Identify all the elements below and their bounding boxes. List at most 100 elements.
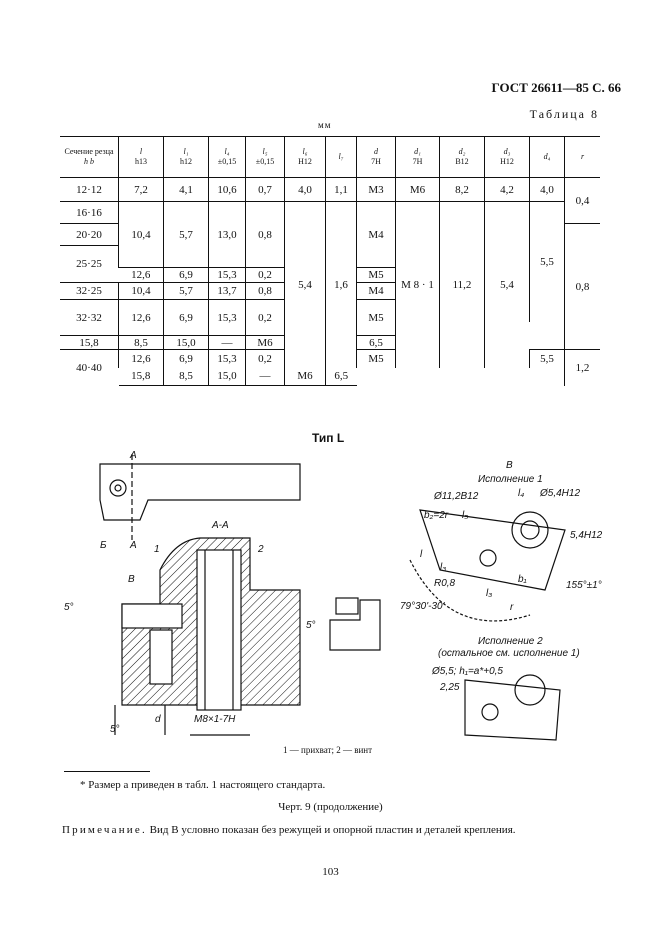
screw-2 bbox=[196, 549, 242, 711]
cell: 6,9 bbox=[163, 349, 209, 368]
table-row: 15,8 8,5 15,0 — M6 6,5 bbox=[60, 335, 600, 350]
label-155: 155°±1° bbox=[566, 580, 602, 591]
cell: 6,9 bbox=[163, 267, 209, 283]
cell: M6 bbox=[395, 177, 440, 202]
cell: M4 bbox=[356, 282, 396, 300]
view-b-insert-seat bbox=[419, 509, 566, 591]
footnote-rule bbox=[64, 771, 150, 772]
cell: 5,4 bbox=[484, 201, 530, 368]
cell: 4,0 bbox=[529, 177, 565, 202]
cell: M 8 · 1 bbox=[395, 201, 440, 368]
cell: 6,5 bbox=[325, 367, 357, 386]
label-5deg-side: 5° bbox=[306, 620, 316, 631]
standard-header: ГОСТ 26611—85 С. 66 bbox=[491, 80, 621, 95]
cell: 0,2 bbox=[245, 267, 285, 283]
label-d11: Ø11,2B12 bbox=[433, 491, 479, 502]
cell: 15,8 bbox=[60, 335, 119, 350]
cell: 8,5 bbox=[163, 367, 209, 386]
figure-title: Тип L bbox=[312, 431, 345, 445]
page-number: 103 bbox=[322, 866, 339, 878]
footnote: * Размер a приведен в табл. 1 настоящего… bbox=[80, 779, 326, 791]
col-header-l4: l₄±0,15 bbox=[208, 136, 246, 178]
label-thread: M8×1-7H bbox=[194, 714, 236, 725]
label-v: В bbox=[128, 574, 135, 585]
label-b2: b₂=2r bbox=[424, 510, 449, 521]
label-l: l bbox=[420, 549, 423, 560]
figure-caption: Черт. 9 (продолжение) bbox=[278, 801, 383, 813]
cell: — bbox=[208, 335, 246, 350]
label-r: r bbox=[510, 602, 514, 613]
label-d: d bbox=[155, 714, 161, 725]
label-79: 79°30'-30' bbox=[400, 601, 446, 612]
cell-section: 16·16 bbox=[60, 201, 119, 224]
cell: 7,2 bbox=[118, 177, 164, 202]
table-row: 12,6 6,9 15,3 0,2 M5 bbox=[60, 267, 600, 283]
label-r08: R0,8 bbox=[434, 578, 456, 589]
label-l4: l₄ bbox=[518, 488, 524, 499]
label-l3: l₃ bbox=[440, 562, 446, 573]
cell: 15,3 bbox=[208, 299, 246, 336]
cell: M5 bbox=[356, 299, 396, 336]
pin bbox=[149, 629, 173, 685]
label-view-b: В bbox=[506, 460, 513, 471]
technical-drawing: А Б А А-А 1 2 В 5° 5° 5° d M8×1-7H В Исп… bbox=[64, 450, 603, 741]
cell: 0,2 bbox=[245, 349, 285, 368]
cell: M5 bbox=[356, 349, 396, 368]
cell: 8,5 bbox=[118, 335, 164, 350]
cell: M6 bbox=[284, 367, 326, 386]
cell: 8,2 bbox=[439, 177, 485, 202]
label-b1: b₁ bbox=[518, 574, 527, 585]
cell: 15,0 bbox=[163, 335, 209, 350]
cell: 4,1 bbox=[163, 177, 209, 202]
cell-section: 40·40 bbox=[60, 349, 119, 386]
cell: 0,7 bbox=[245, 177, 285, 202]
col-header-l5: l₅±0,15 bbox=[245, 136, 285, 178]
side-view bbox=[329, 599, 381, 651]
cell: 15,3 bbox=[208, 349, 246, 368]
cell: 0,4 bbox=[564, 177, 600, 224]
cell: 1,1 bbox=[325, 177, 357, 202]
note: Примечание. Вид В условно показан без ре… bbox=[62, 824, 516, 836]
cell-section: 20·20 bbox=[60, 223, 119, 246]
cell: 5,5 bbox=[529, 201, 565, 322]
cell: 6,9 bbox=[163, 299, 209, 336]
cell-section: 25·25 bbox=[60, 245, 119, 283]
view-b-hole-large bbox=[511, 511, 549, 549]
label-1: 1 bbox=[154, 544, 160, 555]
cell-section: 12·12 bbox=[60, 177, 119, 202]
label-d55: Ø5,5; h₁=a*+0,5 bbox=[431, 666, 503, 677]
label-execution-2: Исполнение 2 bbox=[478, 636, 543, 647]
label-5deg-bottom: 5° bbox=[110, 724, 120, 735]
table-row: 20·20 0,8 bbox=[60, 223, 600, 350]
side-view-clamp bbox=[335, 597, 359, 615]
cell: 12,6 bbox=[118, 349, 164, 368]
cell: 10,6 bbox=[208, 177, 246, 202]
cell: M3 bbox=[356, 177, 396, 202]
cell: M4 bbox=[356, 201, 396, 268]
cell: 11,2 bbox=[439, 201, 485, 368]
label-2: 2 bbox=[257, 544, 264, 555]
label-a-2: А bbox=[129, 540, 137, 551]
label-section: А-А bbox=[211, 520, 229, 531]
view-b-pin-hole bbox=[479, 549, 497, 567]
cell: 6,5 bbox=[356, 335, 396, 350]
cell: 12,6 bbox=[118, 299, 164, 336]
cell: M6 bbox=[245, 335, 285, 350]
cell: 4,0 bbox=[284, 177, 326, 202]
execution-2-hole bbox=[514, 674, 546, 706]
tool-plan-view bbox=[99, 463, 301, 521]
cell: 4,2 bbox=[484, 177, 530, 202]
cell: 13,7 bbox=[208, 282, 246, 300]
cell: 13,0 bbox=[208, 201, 246, 268]
cell: 15,3 bbox=[208, 267, 246, 283]
col-header-l7: l₇ bbox=[325, 136, 357, 178]
cell-section: 32·32 bbox=[60, 299, 119, 336]
table-title: Таблица 8 bbox=[529, 107, 599, 121]
